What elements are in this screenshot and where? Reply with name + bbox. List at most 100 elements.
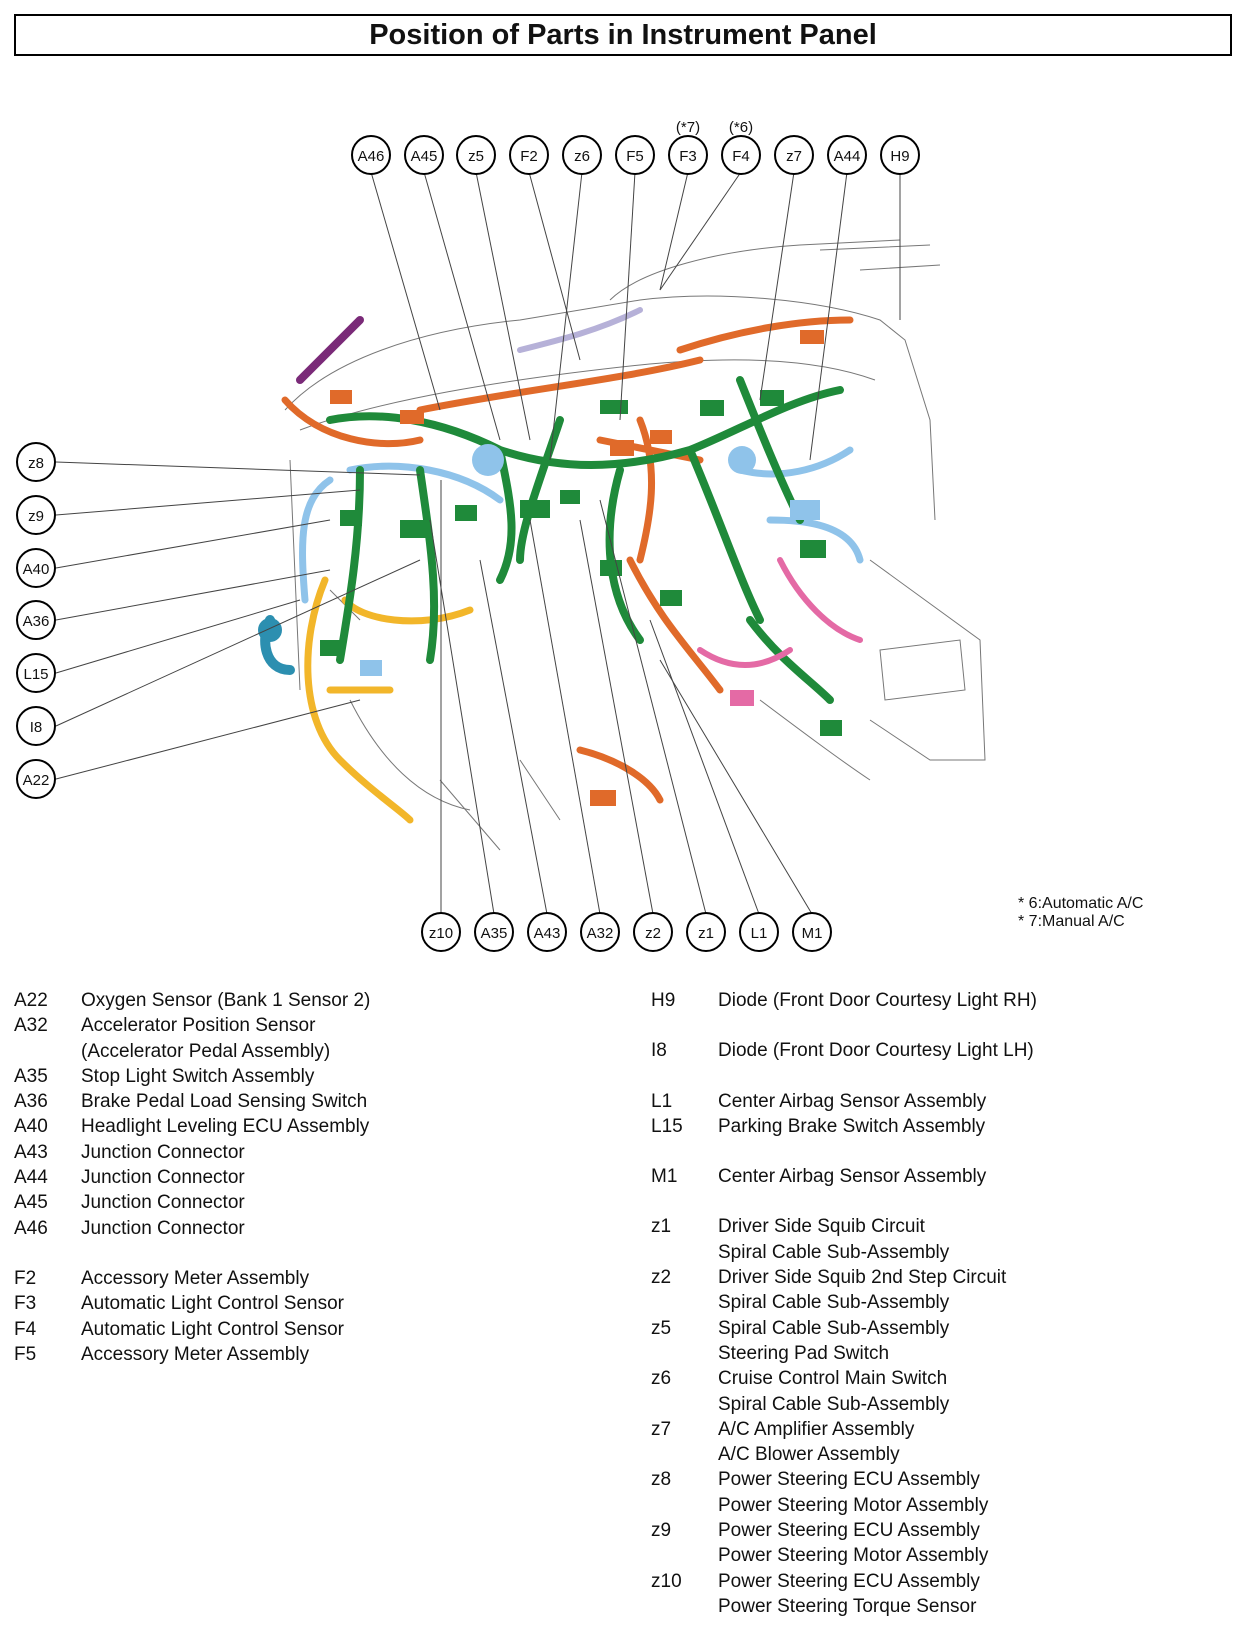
legend-code — [651, 1493, 718, 1518]
harness-purple — [296, 316, 364, 384]
legend-description: Automatic Light Control Sensor — [81, 1293, 344, 1315]
callout-z6-label: z6 — [574, 148, 590, 165]
callout-h9-label: H9 — [890, 148, 909, 165]
legend-description: Spiral Cable Sub-Assembly — [718, 1317, 950, 1339]
legend-description: A/C Blower Assembly — [718, 1444, 900, 1466]
callout-l15: L15 — [16, 653, 56, 693]
legend-description: Spiral Cable Sub-Assembly — [718, 1292, 950, 1314]
callout-m1: M1 — [792, 912, 832, 952]
harness-pink — [697, 557, 863, 668]
callout-z8: z8 — [16, 442, 56, 482]
callout-h9: H9 — [880, 135, 920, 175]
harness-green — [326, 376, 844, 704]
legend-gap — [651, 1189, 1241, 1214]
legend-description: Diode (Front Door Courtesy Light LH) — [718, 1040, 1034, 1062]
callout-z5: z5 — [456, 135, 496, 175]
callouts-left: z8 z9 A40 A36 L15 I8 A22 — [16, 442, 56, 799]
legend-row: L1 Center Airbag Sensor Assembly — [651, 1089, 1241, 1114]
legend-row: (Accelerator Pedal Assembly) — [14, 1039, 614, 1064]
legend-code: A35 — [14, 1065, 48, 1087]
legend-code: L1 — [651, 1090, 673, 1112]
callout-f2: F2 — [509, 135, 549, 175]
callout-a32: A32 — [580, 912, 620, 952]
title-box: Position of Parts in Instrument Panel — [14, 14, 1232, 56]
callout-z7: z7 — [774, 135, 814, 175]
legend-code — [14, 1039, 81, 1064]
legend-code: z1 — [651, 1216, 672, 1238]
callout-m1-label: M1 — [802, 925, 823, 942]
legend-code: z5 — [651, 1317, 672, 1339]
legend-code: A46 — [14, 1217, 48, 1239]
callout-z7-label: z7 — [786, 148, 802, 165]
legend-code: F5 — [14, 1343, 37, 1365]
connectors — [258, 330, 842, 806]
page-title: Position of Parts in Instrument Panel — [369, 19, 877, 51]
legend-row: Power Steering Motor Assembly — [651, 1543, 1241, 1568]
legend-code: A32 — [14, 1015, 48, 1037]
callout-a36: A36 — [16, 600, 56, 640]
harness-lavender — [517, 307, 643, 353]
callout-a46: A46 — [351, 135, 391, 175]
legend-description: Steering Pad Switch — [718, 1342, 890, 1364]
legend-description: Parking Brake Switch Assembly — [718, 1115, 986, 1137]
callout-i8: I8 — [16, 706, 56, 746]
callout-z10-label: z10 — [429, 925, 453, 942]
legend-code — [651, 1543, 718, 1568]
callout-f2-label: F2 — [520, 148, 538, 165]
legend-description: Driver Side Squib 2nd Step Circuit — [718, 1267, 1007, 1289]
callout-l1: L1 — [739, 912, 779, 952]
legend-row: Steering Pad Switch — [651, 1341, 1241, 1366]
callout-a44: A44 — [827, 135, 867, 175]
legend-row: Spiral Cable Sub-Assembly — [651, 1392, 1241, 1417]
callout-z10: z10 — [421, 912, 461, 952]
legend-description: Oxygen Sensor (Bank 1 Sensor 2) — [81, 990, 371, 1011]
legend-description: Junction Connector — [81, 1167, 245, 1189]
legend-gap — [651, 1013, 1241, 1038]
legend-code: F2 — [14, 1267, 37, 1289]
legend-description: Power Steering ECU Assembly — [718, 1469, 980, 1491]
legend-description: Power Steering ECU Assembly — [718, 1520, 980, 1542]
wire-harnesses — [260, 307, 864, 824]
legend-code: z2 — [651, 1267, 672, 1289]
legend-code — [651, 1442, 718, 1467]
footnotes: * 6:Automatic A/C * 7:Manual A/C — [1018, 895, 1143, 931]
callout-a43-label: A43 — [534, 925, 561, 942]
legend-code: M1 — [651, 1166, 678, 1188]
legend-description: Center Airbag Sensor Assembly — [718, 1090, 987, 1112]
legend-description: Power Steering Torque Sensor — [718, 1595, 977, 1617]
callout-a35: A35 — [474, 912, 514, 952]
callout-a44-label: A44 — [834, 148, 861, 165]
legend-description: Accelerator Position Sensor — [81, 1015, 316, 1037]
legend-code — [651, 1240, 718, 1265]
callout-a46-label: A46 — [358, 148, 385, 165]
callout-f4-label: F4 — [732, 148, 750, 165]
callout-z2-label: z2 — [645, 925, 661, 942]
note-f3: (*7) — [676, 119, 700, 136]
legend-code: A43 — [14, 1141, 48, 1163]
callout-z1: z1 — [686, 912, 726, 952]
legend-gap — [14, 1241, 614, 1266]
legend-row: Spiral Cable Sub-Assembly — [651, 1290, 1241, 1315]
footnote-6: * 6:Automatic A/C — [1018, 895, 1144, 912]
callouts-bottom: z10 A35 A43 A32 z2 z1 L1 M1 — [421, 912, 832, 952]
harness-blue — [299, 446, 864, 604]
callout-f3: F3 — [668, 135, 708, 175]
legend-code — [651, 1392, 718, 1417]
legend-code: z6 — [651, 1368, 672, 1390]
harness-orange — [281, 316, 854, 804]
callout-f3-label: F3 — [679, 148, 697, 165]
legend-description: Power Steering Motor Assembly — [718, 1545, 989, 1567]
callout-a45-label: A45 — [411, 148, 438, 165]
legend-description: Cruise Control Main Switch — [718, 1368, 948, 1390]
legend-code — [651, 1594, 718, 1619]
